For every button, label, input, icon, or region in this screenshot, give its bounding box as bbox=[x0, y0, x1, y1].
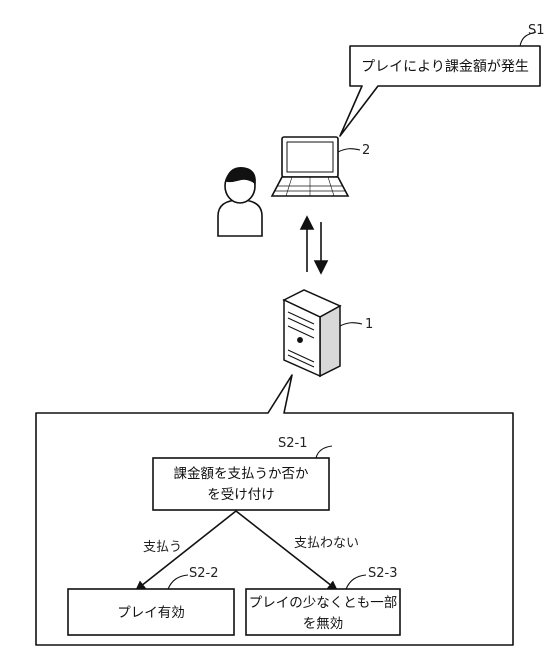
user-icon bbox=[217, 166, 263, 237]
valid-box-text: プレイ有効 bbox=[117, 605, 185, 621]
pay-label: 支払う bbox=[143, 540, 183, 555]
server-icon bbox=[282, 289, 342, 378]
callout-ref-label: S1 bbox=[528, 23, 545, 38]
valid-box bbox=[67, 588, 235, 636]
callout-text: プレイにより課金額が発生 bbox=[361, 59, 529, 75]
laptop-ref-label: 2 bbox=[362, 143, 371, 158]
laptop-icon bbox=[270, 136, 350, 197]
no-pay-arrow bbox=[235, 510, 338, 591]
valid-ref-leader bbox=[167, 574, 189, 590]
valid-ref-label: S2-2 bbox=[189, 566, 219, 581]
server-ref-label: 1 bbox=[365, 317, 374, 332]
accept-ref-leader bbox=[315, 445, 333, 459]
accept-box-text: 課金額を支払うか否か を受け付け bbox=[173, 466, 309, 503]
callout-bubble bbox=[339, 45, 541, 137]
invalid-ref-label: S2-3 bbox=[368, 566, 398, 581]
pay-arrow bbox=[135, 510, 237, 591]
accept-box bbox=[152, 457, 330, 511]
laptop-ref-leader bbox=[337, 148, 361, 153]
no-pay-label: 支払わない bbox=[294, 536, 360, 551]
server-ref-leader bbox=[339, 322, 363, 327]
accept-ref-label: S2-1 bbox=[278, 436, 308, 451]
invalid-box bbox=[245, 588, 401, 636]
callout-ref-leader bbox=[519, 31, 537, 47]
bidirectional-arrows-icon bbox=[299, 215, 329, 275]
invalid-ref-leader bbox=[345, 574, 367, 590]
invalid-box-text: プレイの少なくとも一部 を無効 bbox=[248, 595, 398, 632]
